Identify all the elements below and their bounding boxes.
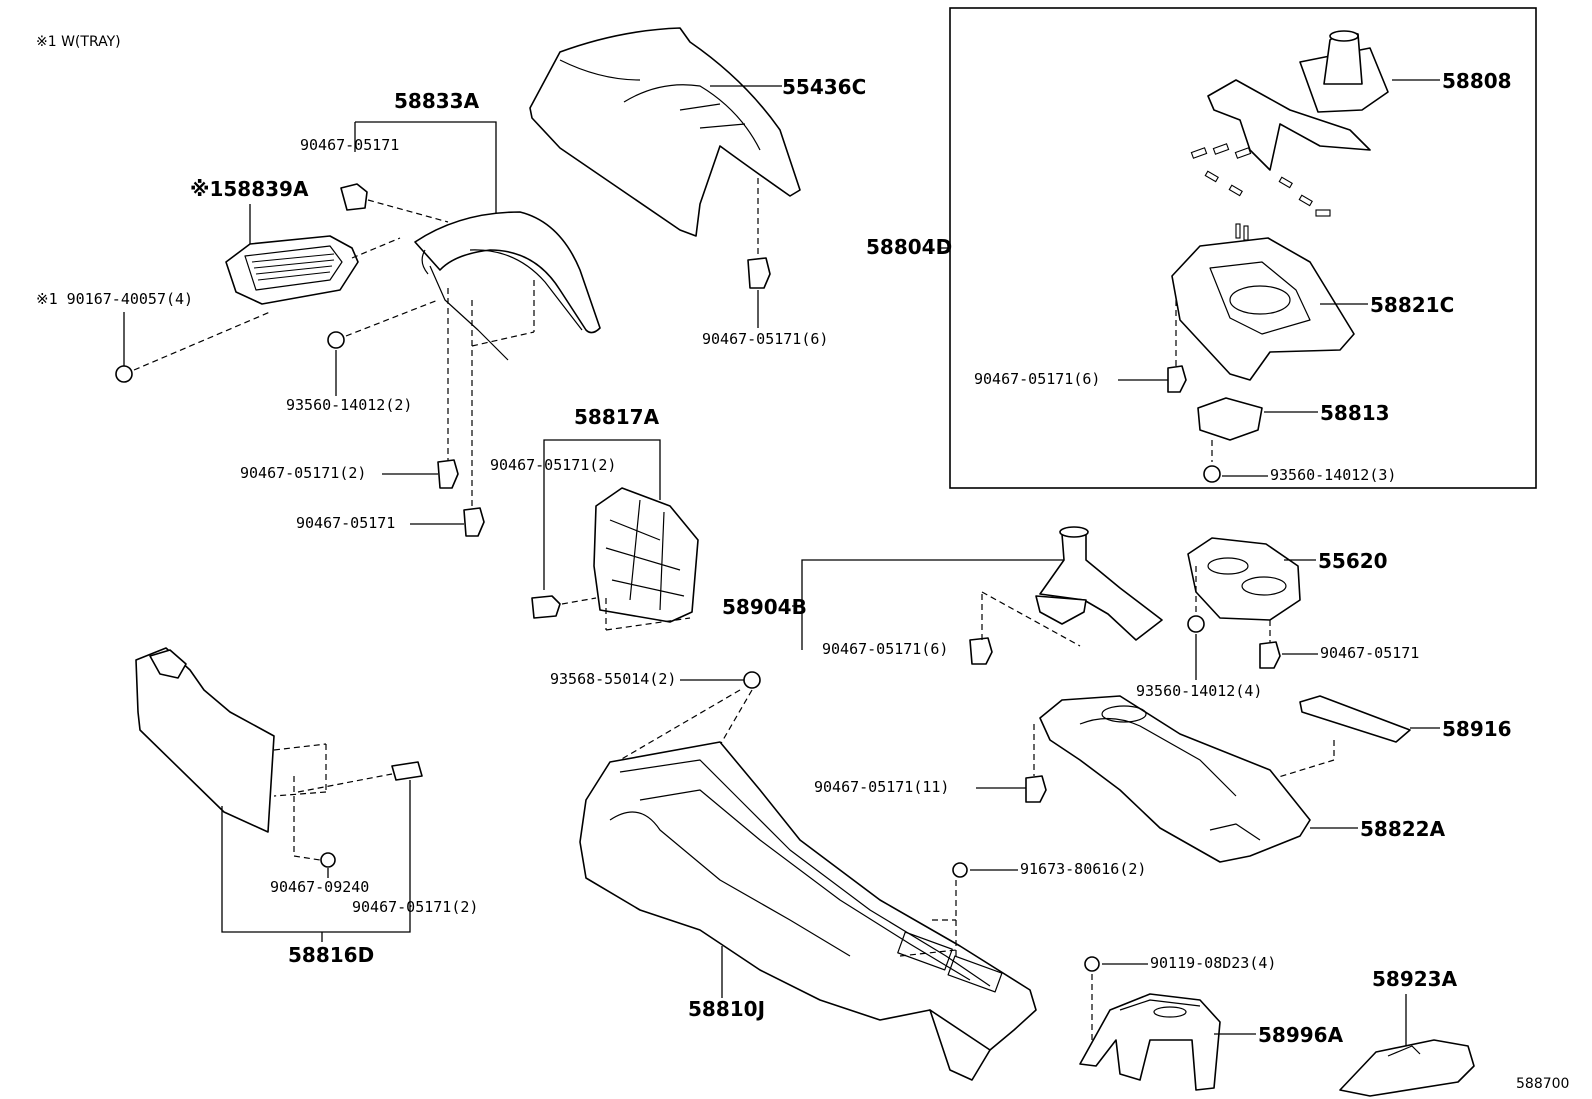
label-93568-55014: 93568-55014(2): [550, 670, 676, 688]
part-58810J: [579, 741, 1037, 1051]
diagram-code: 588700: [1516, 1076, 1569, 1092]
clip-90467-05171-6a: [747, 257, 771, 289]
label-90467-05171-2c: 90467-05171(2): [352, 898, 478, 916]
group-58804D: 58804D 58808 58821C: [866, 30, 1512, 484]
group-58810J: 93568-55014(2) 58810J 91673-80616(2): [550, 670, 1146, 1081]
group-58923A: 58923A: [1339, 967, 1475, 1097]
part-55620: [1187, 537, 1301, 621]
part-58816D: [135, 647, 275, 833]
label-55620: 55620: [1318, 549, 1388, 573]
group-58996A: 90119-08D23(4) 58996A: [1079, 954, 1344, 1091]
part-58813: [1197, 397, 1263, 441]
group-58817A: 58817A 90467-05171(2): [490, 405, 699, 631]
part-58821C: [1171, 237, 1355, 381]
clip-90467-05171-b: [463, 507, 485, 537]
bracket-58833A: [355, 121, 497, 215]
group-58822A: 58822A 90467-05171(11): [814, 695, 1446, 863]
label-93560-14012-3: 93560-14012(3): [1270, 466, 1396, 484]
label-93560-14012-2: 93560-14012(2): [286, 396, 412, 414]
clip-90467-05171-11: [1025, 775, 1047, 803]
label-90467-05171-c: 90467-05171: [1320, 644, 1419, 662]
label-58822A: 58822A: [1360, 817, 1446, 841]
group-55436C: 55436C 90467-05171(6): [529, 27, 866, 348]
label-90467-05171-2a: 90467-05171(2): [240, 464, 366, 482]
screw-90167-40057: [115, 365, 133, 383]
part-58904B: [1039, 528, 1163, 641]
screw-90467-09240: [320, 852, 336, 868]
label-58804D: 58804D: [866, 235, 952, 259]
label-58810J: 58810J: [688, 997, 765, 1021]
label-90119-08D23: 90119-08D23(4): [1150, 954, 1276, 972]
bolt-93560-14012-3: [1203, 465, 1221, 483]
part-58916: [1299, 695, 1411, 743]
label-58839A: ※158839A: [190, 177, 309, 201]
label-90467-05171-11: 90467-05171(11): [814, 778, 949, 796]
group-58833A: 58833A 90467-05171 ※158839A ※1 90167-400…: [36, 89, 601, 537]
label-93560-14012-4: 93560-14012(4): [1136, 682, 1262, 700]
label-90467-05171-6c: 90467-05171(6): [822, 640, 948, 658]
group-58816D: 90467-09240 90467-05171(2) 58816D: [135, 647, 478, 967]
label-90467-05171-6a: 90467-05171(6): [702, 330, 828, 348]
label-58904B: 58904B: [722, 595, 807, 619]
label-90467-05171-b: 90467-05171: [296, 514, 395, 532]
label-58996A: 58996A: [1258, 1023, 1344, 1047]
clip-90467-05171-a: [340, 183, 368, 211]
part-58822A: [1039, 695, 1311, 863]
bolt-91673-80616: [952, 862, 968, 878]
label-58813: 58813: [1320, 401, 1390, 425]
label-90167-40057: ※1 90167-40057(4): [36, 290, 193, 308]
label-58808: 58808: [1442, 69, 1512, 93]
label-58923A: 58923A: [1372, 967, 1458, 991]
label-90467-05171-2b: 90467-05171(2): [490, 456, 616, 474]
group-58916: 58916: [1255, 695, 1512, 785]
tray-note: ※1 W(TRAY): [36, 34, 121, 50]
label-90467-05171-a: 90467-05171: [300, 136, 399, 154]
label-58817A: 58817A: [574, 405, 660, 429]
bolt-93560-14012-4: [1187, 615, 1205, 633]
part-55436C: [529, 27, 801, 237]
bolt-93568-55014: [743, 671, 761, 689]
label-58821C: 58821C: [1370, 293, 1454, 317]
label-90467-05171-6b: 90467-05171(6): [974, 370, 1100, 388]
clip-90467-05171-2a: [437, 459, 459, 489]
part-shift-frame: [1207, 79, 1371, 171]
bolt-90119-08D23: [1084, 956, 1100, 972]
group-55620: 55620 93560-14012(4) 90467-05171: [1136, 537, 1419, 700]
label-90467-09240: 90467-09240: [270, 878, 369, 896]
label-55436C: 55436C: [782, 75, 866, 99]
bolt-93560-14012-2: [327, 331, 345, 349]
group-58904B: 58904B 90467-05171(6): [722, 526, 1163, 665]
label-91673-80616: 91673-80616(2): [1020, 860, 1146, 878]
part-58996A: [1079, 993, 1221, 1091]
label-58916: 58916: [1442, 717, 1512, 741]
clip-90467-05171-c: [1259, 641, 1281, 669]
clip-90467-05171-2b: [531, 595, 561, 619]
label-58816D: 58816D: [288, 943, 374, 967]
part-58817A: [593, 487, 699, 623]
clip-90467-05171-6c: [969, 637, 993, 665]
clip-90467-05171-2c: [391, 761, 423, 781]
label-58833A: 58833A: [394, 89, 480, 113]
part-58833A: [414, 211, 601, 334]
clip-90467-05171-6b: [1167, 365, 1187, 393]
part-58923A: [1339, 1039, 1475, 1097]
